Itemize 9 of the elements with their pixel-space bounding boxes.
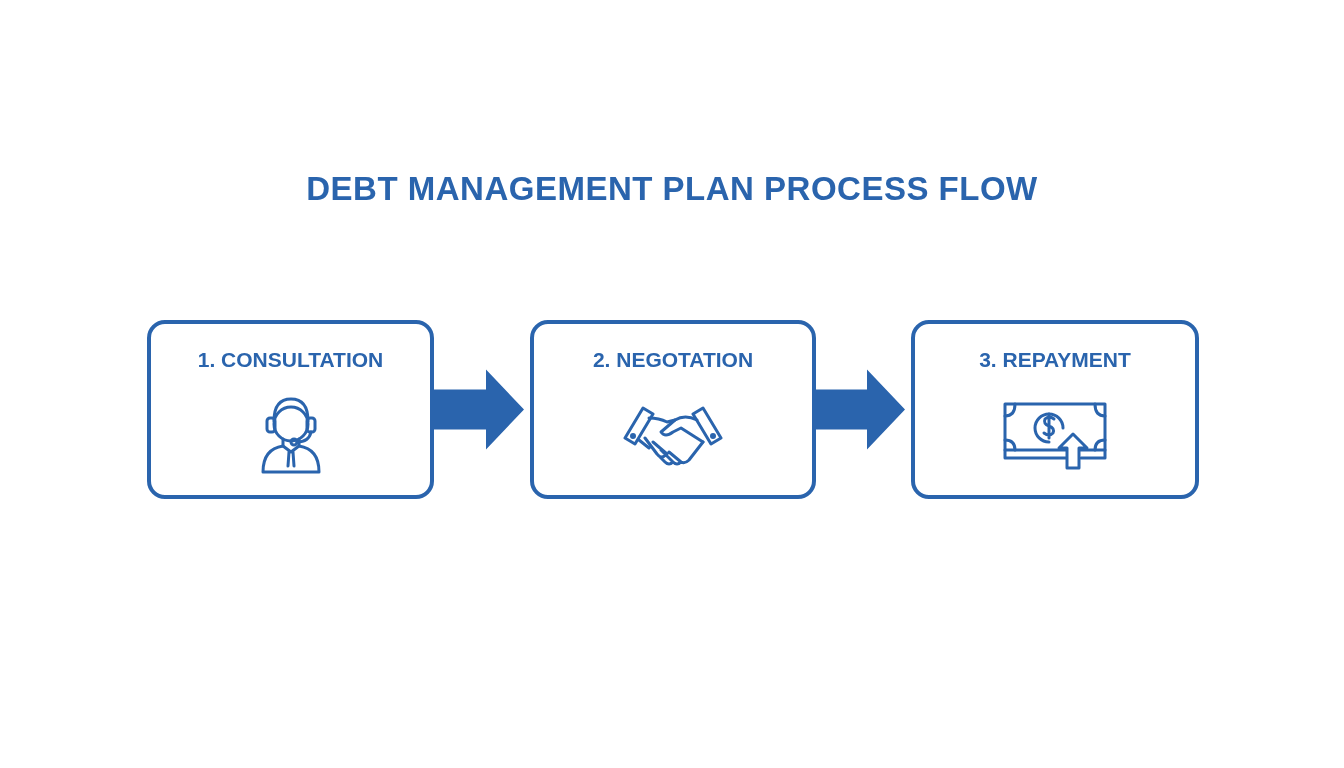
step-label: 2. NEGOTATION [591, 348, 755, 372]
step-label: 3. REPAYMENT [978, 348, 1132, 372]
block-arrow [432, 369, 524, 450]
process-box [530, 320, 816, 499]
block-arrow [814, 369, 905, 450]
step-label: 1. CONSULTATION [196, 348, 385, 372]
process-box [147, 320, 434, 499]
process-box [911, 320, 1199, 499]
diagram-title: DEBT MANAGEMENT PLAN PROCESS FLOW [305, 170, 1039, 208]
